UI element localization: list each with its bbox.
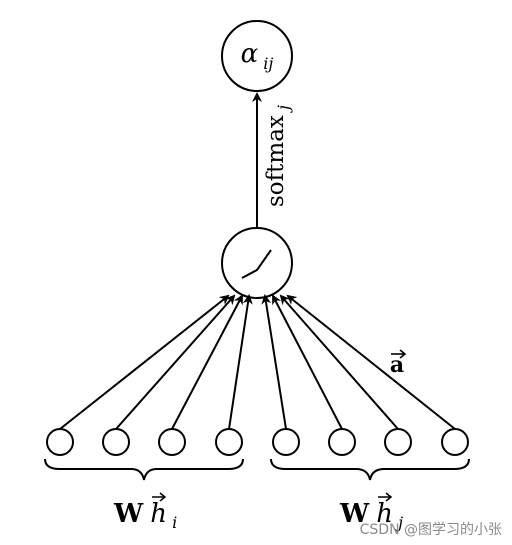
left-group-label: W h i <box>113 499 177 532</box>
input-arrow <box>279 294 399 430</box>
leaky-relu-icon <box>241 249 272 279</box>
input-node-right <box>441 428 469 456</box>
input-node-left <box>102 428 130 456</box>
output-node <box>221 20 293 92</box>
input-arrows <box>59 294 456 430</box>
softmax-label: softmax <box>263 115 289 207</box>
left-weight: W <box>113 499 144 529</box>
output-node-label: α ij <box>241 39 274 73</box>
softmax-subscript: j <box>274 105 293 113</box>
right-vector-arrow-tip <box>385 492 393 502</box>
input-arrow <box>261 294 287 430</box>
input-nodes <box>46 428 469 456</box>
left-vector: h <box>150 499 167 529</box>
right-vector: h <box>376 499 393 529</box>
input-node-left <box>158 428 186 456</box>
left-subscript: i <box>172 513 177 532</box>
output-subscript: ij <box>263 54 273 73</box>
input-node-left <box>46 428 74 456</box>
right-subscript: j <box>395 513 403 532</box>
input-node-right <box>328 428 356 456</box>
svg-text:softmax j: softmax j <box>263 105 293 207</box>
right-group-label: W h j <box>339 499 403 532</box>
output-symbol: α <box>241 39 259 69</box>
input-node-right <box>272 428 300 456</box>
right-weight: W <box>339 499 370 529</box>
input-arrow <box>59 294 230 430</box>
input-node-right <box>384 428 412 456</box>
weight-vector-arrow-tip <box>399 349 407 359</box>
softmax-label-group: softmax j <box>263 105 293 207</box>
activation-node <box>221 227 293 299</box>
left-brace <box>44 458 244 481</box>
input-arrow <box>228 294 253 430</box>
watermark: CSDN @图学习的小张 <box>359 522 502 538</box>
input-arrow <box>286 294 456 430</box>
input-arrow <box>272 294 343 430</box>
left-vector-arrow-tip <box>159 492 167 502</box>
right-brace <box>270 458 470 481</box>
input-arrow <box>171 294 243 430</box>
input-arrow <box>115 294 236 430</box>
input-node-left <box>215 428 243 456</box>
